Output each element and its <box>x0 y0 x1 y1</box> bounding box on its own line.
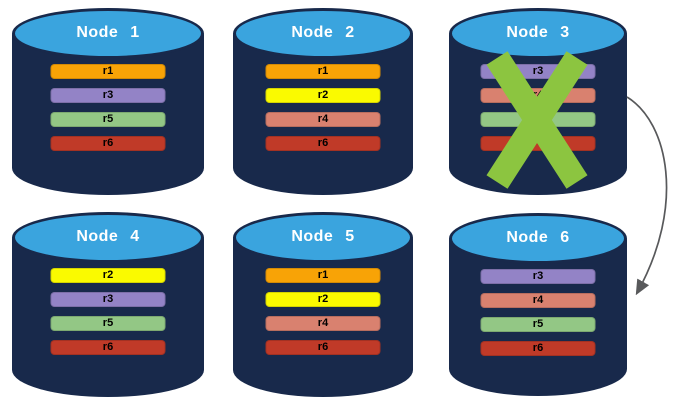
node-5-cylinder-top: Node 5 <box>233 212 413 263</box>
node-1-title: Node 1 <box>76 23 140 41</box>
replica-bar: r1 <box>50 64 166 79</box>
replica-bar: r2 <box>50 268 166 283</box>
replica-bar: r4 <box>480 88 596 103</box>
replica-bar: r5 <box>480 317 596 332</box>
failover-arrow-icon <box>626 96 668 296</box>
replica-bar: r6 <box>50 340 166 355</box>
node-5-title: Node 5 <box>291 227 355 245</box>
node-3: Node 3 r3 r4 r5 r6 <box>449 8 627 195</box>
replica-bar: r6 <box>265 340 381 355</box>
node-6: Node 6 r3 r4 r5 r6 <box>449 213 627 396</box>
node-4-title: Node 4 <box>76 227 140 245</box>
replica-bar: r1 <box>265 64 381 79</box>
node-4: Node 4 r2 r3 r5 r6 <box>12 212 204 397</box>
replica-bar: r5 <box>50 316 166 331</box>
node-2: Node 2 r1 r2 r4 r6 <box>233 8 413 195</box>
node-2-cylinder-top: Node 2 <box>233 8 413 59</box>
node-6-title: Node 6 <box>506 228 570 246</box>
replica-bar: r4 <box>265 112 381 127</box>
node-4-cylinder-top: Node 4 <box>12 212 204 263</box>
replica-bar: r5 <box>50 112 166 127</box>
replica-bar: r6 <box>265 136 381 151</box>
replica-bar: r3 <box>50 88 166 103</box>
replica-bar: r1 <box>265 268 381 283</box>
replica-bar: r3 <box>480 64 596 79</box>
replica-bar: r3 <box>480 269 596 284</box>
node-1-cylinder-top: Node 1 <box>12 8 204 59</box>
node-3-cylinder-top: Node 3 <box>449 8 627 59</box>
node-1: Node 1 r1 r3 r5 r6 <box>12 8 204 195</box>
replica-bar: r5 <box>480 112 596 127</box>
replica-bar: r2 <box>265 292 381 307</box>
node-5: Node 5 r1 r2 r4 r6 <box>233 212 413 397</box>
node-2-title: Node 2 <box>291 23 355 41</box>
replica-bar: r4 <box>265 316 381 331</box>
node-6-cylinder-top: Node 6 <box>449 213 627 264</box>
node-3-title: Node 3 <box>506 23 570 41</box>
replica-bar: r6 <box>50 136 166 151</box>
replica-bar: r6 <box>480 341 596 356</box>
replica-bar: r2 <box>265 88 381 103</box>
replica-bar: r3 <box>50 292 166 307</box>
replica-bar: r4 <box>480 293 596 308</box>
replica-bar: r6 <box>480 136 596 151</box>
